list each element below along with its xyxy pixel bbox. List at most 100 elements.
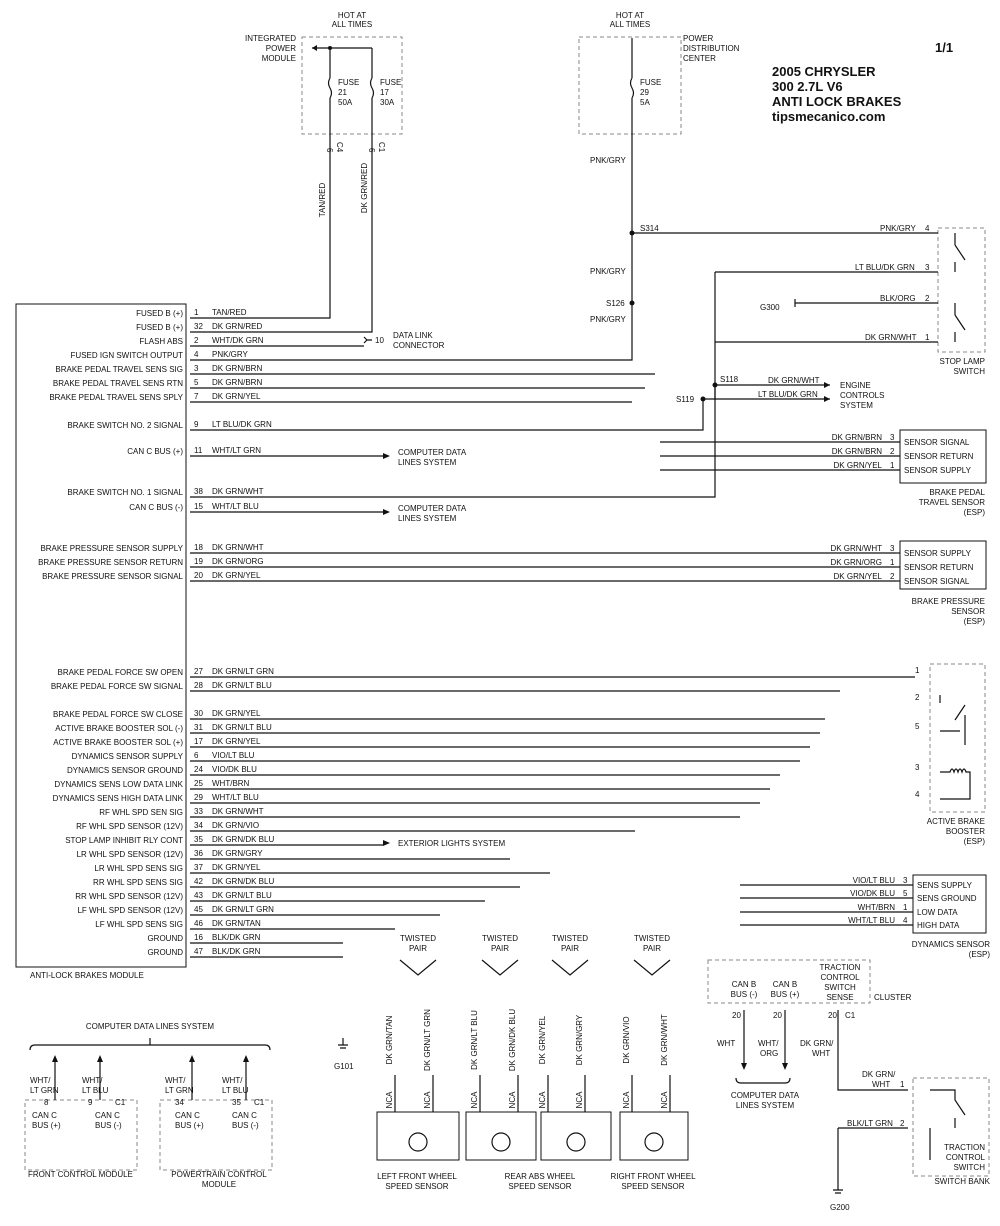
ts-function: SENSOR SIGNAL <box>904 438 970 447</box>
wheel-wire-label: DK GRN/WHT <box>660 1014 669 1066</box>
twisted-pair-label-2: PAIR <box>643 944 661 953</box>
dlc-connector-icon <box>363 336 372 344</box>
module-pin-number: 17 <box>194 737 203 746</box>
module-pin-number: 16 <box>194 933 203 942</box>
module-pin-number: 19 <box>194 557 203 566</box>
twisted-pair-label-2: PAIR <box>409 944 427 953</box>
pcm-p1: 34 <box>175 1098 184 1107</box>
module-pin-number: 37 <box>194 863 203 872</box>
module-pin-label: BRAKE SWITCH NO. 2 SIGNAL <box>67 421 183 430</box>
nca-label: NCA <box>423 1091 432 1109</box>
title-line-3: ANTI LOCK BRAKES <box>772 94 902 109</box>
title-line-1: 2005 CHRYSLER <box>772 64 876 79</box>
dyn-l1: DYNAMICS SENSOR <box>912 940 990 949</box>
bb-p5: 5 <box>915 722 920 731</box>
g101-label: G101 <box>334 1062 354 1071</box>
module-pin-label: DYNAMICS SENS LOW DATA LINK <box>54 780 183 789</box>
module-wires-group <box>190 345 915 958</box>
bb-p1: 1 <box>915 666 920 675</box>
fused-b-wires <box>190 140 373 333</box>
module-wire-color: DK GRN/WHT <box>212 543 264 552</box>
cl-pin-a: 20 <box>732 1011 741 1020</box>
ps-wire: DK GRN/YEL <box>834 572 883 581</box>
g101-ground-icon <box>338 1038 348 1049</box>
tc-w1-1: DK GRN/ <box>862 1070 896 1079</box>
module-pin-label: DYNAMICS SENSOR GROUND <box>67 766 183 775</box>
dyn-function: HIGH DATA <box>917 921 960 930</box>
ecs-w2: LT BLU/DK GRN <box>758 390 818 399</box>
tc-switch-contacts-icon <box>929 1089 966 1160</box>
nca-label: NCA <box>508 1091 517 1109</box>
module-pin-number: 32 <box>194 322 203 331</box>
ps-function: SENSOR SUPPLY <box>904 549 972 558</box>
pnk-gry-2: PNK/GRY <box>590 267 627 276</box>
s118-label: S118 <box>720 375 739 384</box>
ext-lights-label: EXTERIOR LIGHTS SYSTEM <box>398 839 505 848</box>
cl-c3-4: SENSE <box>826 993 853 1002</box>
module-pin-label: FLASH ABS <box>139 337 183 346</box>
module-pin-number: 7 <box>194 392 199 401</box>
lf-sensor-name-1: LEFT FRONT WHEEL <box>377 1172 457 1181</box>
pcm-w1-1: WHT/ <box>165 1076 186 1085</box>
module-wire-color: DK GRN/YEL <box>212 737 261 746</box>
cluster-wires <box>743 1010 908 1129</box>
wheel-wire-label: DK GRN/YEL <box>538 1015 547 1064</box>
ps-l2: SENSOR <box>951 607 985 616</box>
module-pin-label: RR WHL SPD SENS SIG <box>93 878 183 887</box>
nca-label: NCA <box>622 1091 631 1109</box>
module-wire-color: DK GRN/TAN <box>212 919 261 928</box>
twisted-pair-label-1: TWISTED <box>552 934 588 943</box>
wheel-wire-label: DK GRN/DK BLU <box>508 1009 517 1071</box>
ts-pin: 3 <box>890 433 895 442</box>
fuse29-l3: 5A <box>640 98 650 107</box>
ps-pin: 1 <box>890 558 895 567</box>
ts-l1: BRAKE PEDAL <box>929 488 985 497</box>
module-wire-color: DK GRN/RED <box>212 322 262 331</box>
sl-label-2: SWITCH <box>953 367 985 376</box>
module-pin-number: 45 <box>194 905 203 914</box>
fuse21-icon <box>327 77 333 99</box>
module-pin-label: RR WHL SPD SENSOR (12V) <box>75 892 183 901</box>
ts-pin: 1 <box>890 461 895 470</box>
ign-wire <box>190 38 633 361</box>
module-pin-number: 38 <box>194 487 203 496</box>
module-pin-number: 5 <box>194 378 199 387</box>
module-pin-label: LF WHL SPD SENS SIG <box>95 920 183 929</box>
ecs-l3: SYSTEM <box>840 401 873 410</box>
g300-label: G300 <box>760 303 780 312</box>
tc-p2: 2 <box>900 1119 905 1128</box>
fcm-name: FRONT CONTROL MODULE <box>28 1170 133 1179</box>
module-wire-color: DK GRN/YEL <box>212 392 261 401</box>
ts-wire: DK GRN/BRN <box>832 433 882 442</box>
c1-conn: C1 <box>377 142 386 153</box>
module-pin-number: 36 <box>194 849 203 858</box>
title-website: tipsmecanico.com <box>772 109 885 124</box>
nca-label: NCA <box>538 1091 547 1109</box>
module-pin-number: 35 <box>194 835 203 844</box>
ipm-arrow-icon <box>312 45 317 51</box>
fuse17-icon <box>369 77 375 99</box>
module-wire-color: TAN/RED <box>212 308 247 317</box>
cl-pin-b: 20 <box>773 1011 782 1020</box>
dyn-pin: 4 <box>903 916 908 925</box>
sl-w3: LT BLU/DK GRN <box>855 263 915 272</box>
wheel-wire-label: DK GRN/LT GRN <box>423 1009 432 1071</box>
fuse21-l3: 50A <box>338 98 353 107</box>
cl-w2-2: ORG <box>760 1049 778 1058</box>
cdl-bottom-arrows-icon <box>52 1055 249 1062</box>
cdl2-l2: LINES SYSTEM <box>398 514 457 523</box>
module-wire-color: VIO/DK BLU <box>212 765 257 774</box>
nca-label: NCA <box>660 1091 669 1109</box>
sl-p4: 4 <box>925 224 930 233</box>
module-wire-color: WHT/LT BLU <box>212 502 259 511</box>
twisted-pair-icon <box>399 959 437 976</box>
ps-l1: BRAKE PRESSURE <box>912 597 985 606</box>
module-wire-color: WHT/DK GRN <box>212 336 264 345</box>
module-pin-number: 43 <box>194 891 203 900</box>
pcm-l2-1: CAN C <box>232 1111 257 1120</box>
dyn-pin: 1 <box>903 903 908 912</box>
ipm-box <box>301 36 403 135</box>
fcm-p2: 9 <box>88 1098 93 1107</box>
